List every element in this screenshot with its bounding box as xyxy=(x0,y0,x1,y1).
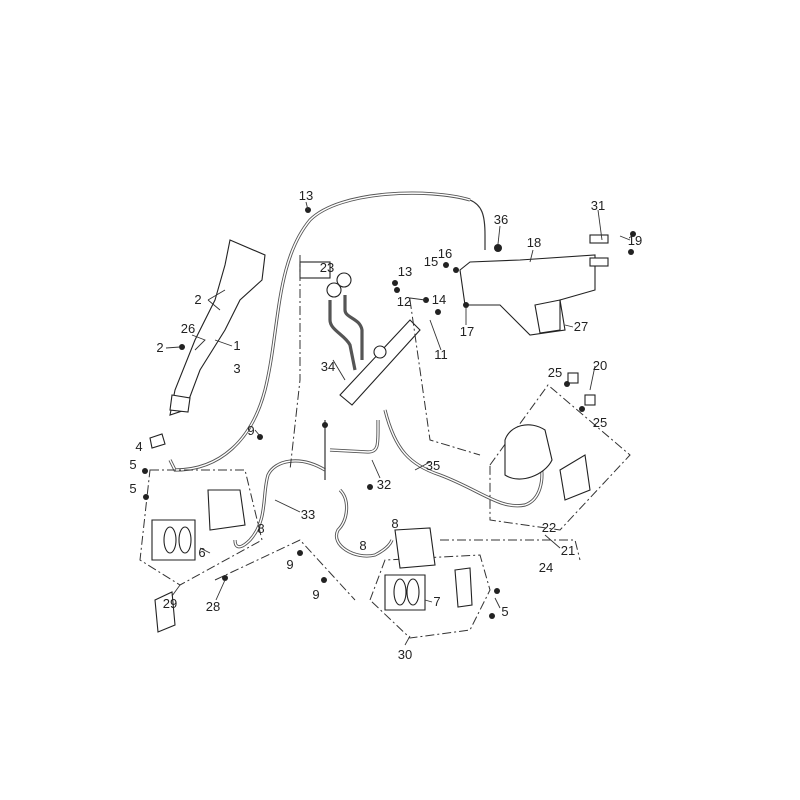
callout-33: 33 xyxy=(301,507,315,522)
callout-4: 4 xyxy=(135,439,142,454)
callout-32: 32 xyxy=(377,477,391,492)
callout-35: 35 xyxy=(426,458,440,473)
callout-28: 28 xyxy=(206,599,220,614)
parking-brake-cable xyxy=(168,191,486,472)
callout-22: 22 xyxy=(542,520,556,535)
callout-21: 21 xyxy=(561,543,575,558)
callout-3: 3 xyxy=(233,361,240,376)
callout-34: 34 xyxy=(321,359,335,374)
fasteners xyxy=(142,207,585,619)
callout-13b: 13 xyxy=(398,264,412,279)
callout-20: 20 xyxy=(593,358,607,373)
callout-19: 19 xyxy=(628,233,642,248)
callout-8: 8 xyxy=(257,521,264,536)
callout-15: 15 xyxy=(424,254,438,269)
master-cylinder xyxy=(299,261,421,406)
callout-11: 11 xyxy=(434,347,448,362)
callout-5b: 5 xyxy=(129,481,136,496)
callout-23: 23 xyxy=(320,260,334,275)
callout-6: 6 xyxy=(198,545,205,560)
front-left-caliper xyxy=(139,469,263,633)
callout-31: 31 xyxy=(591,198,605,213)
callout-30: 30 xyxy=(398,647,412,662)
group-outlines xyxy=(214,255,581,601)
leader-lines xyxy=(165,201,631,646)
callout-9c: 9 xyxy=(312,587,319,602)
front-right-caliper xyxy=(369,527,491,639)
callout-13: 13 xyxy=(299,188,313,203)
callout-1: 1 xyxy=(233,338,240,353)
callout-25b: 25 xyxy=(593,415,607,430)
callout-24: 24 xyxy=(539,560,553,575)
callout-17: 17 xyxy=(460,324,474,339)
callout-8c: 8 xyxy=(359,538,366,553)
callout-8b: 8 xyxy=(391,516,398,531)
callout-29: 29 xyxy=(163,596,177,611)
callout-26: 26 xyxy=(181,321,195,336)
callout-18: 18 xyxy=(527,235,541,250)
parking-brake-lever xyxy=(459,231,636,336)
callout-7: 7 xyxy=(433,594,440,609)
callout-5c: 5 xyxy=(501,604,508,619)
callout-16: 16 xyxy=(438,246,452,261)
callout-9b: 9 xyxy=(286,557,293,572)
callout-25: 25 xyxy=(548,365,562,380)
callout-12: 12 xyxy=(397,294,411,309)
callout-9: 9 xyxy=(247,423,254,438)
rear-brake-caliper xyxy=(489,372,631,531)
callout-36: 36 xyxy=(494,212,508,227)
callout-2b: 2 xyxy=(156,340,163,355)
brake-pedal-assembly xyxy=(149,239,266,449)
callout-5: 5 xyxy=(129,457,136,472)
callout-labels: 13 36 31 19 18 16 15 23 13 2 12 14 27 17… xyxy=(129,188,642,662)
callout-2: 2 xyxy=(194,292,201,307)
brake-hose-35 xyxy=(383,409,544,508)
callout-27: 27 xyxy=(574,319,588,334)
callout-14: 14 xyxy=(432,292,446,307)
brake-hoses xyxy=(233,420,394,558)
